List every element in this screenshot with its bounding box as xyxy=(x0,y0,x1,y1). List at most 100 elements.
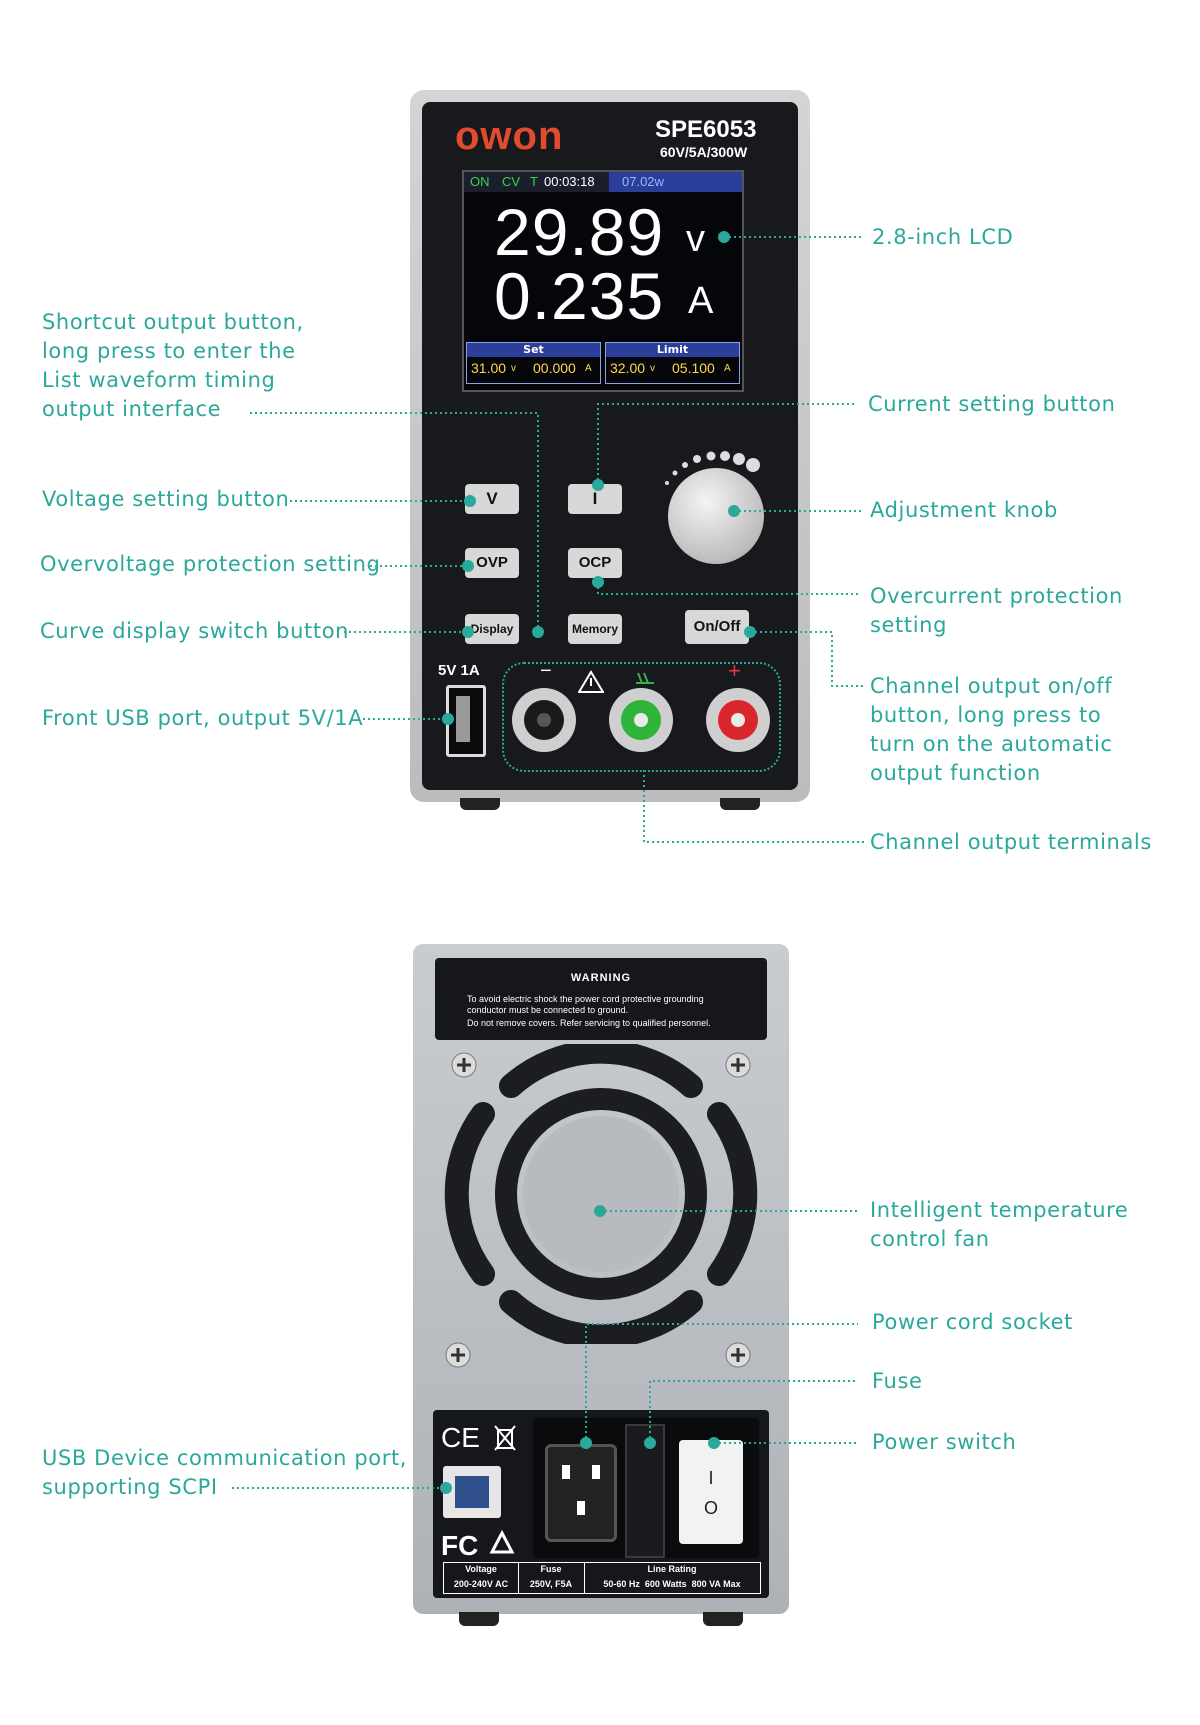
lcd-limit-current: 05.100 xyxy=(672,360,715,376)
leader-current xyxy=(597,403,857,485)
power-switch-on-mark: I xyxy=(708,1468,714,1488)
warning-line-3: Do not remove covers. Refer servicing to… xyxy=(467,1018,711,1028)
leader-ocp xyxy=(597,582,858,595)
knob-indicator-dots xyxy=(665,451,760,485)
lcd-set-voltage: 31.00 xyxy=(471,360,507,376)
rating-value-voltage: 200-240V AC xyxy=(453,1579,509,1589)
lcd-timer: 00:03:18 xyxy=(544,174,595,189)
label-voltage-setting: Voltage setting button xyxy=(42,485,289,514)
recycle-icon xyxy=(489,1530,515,1554)
screw-icon xyxy=(725,1342,751,1368)
label-front-usb: Front USB port, output 5V/1A xyxy=(42,704,363,733)
rear-foot-right xyxy=(703,1612,743,1626)
label-line: Channel output on/off xyxy=(870,674,1113,698)
onoff-button[interactable]: On/Off xyxy=(685,610,749,644)
front-panel-unit: owon SPE6053 60V/5A/300W ON CV T 00:03:1… xyxy=(410,90,810,810)
label-line: 2.8-inch LCD xyxy=(872,225,1014,249)
power-cord-socket[interactable] xyxy=(545,1444,617,1542)
ovp-button[interactable]: OVP xyxy=(465,548,519,578)
label-line: Overcurrent protection xyxy=(870,584,1123,608)
lcd-limit-v-unit: v xyxy=(650,363,655,374)
adjustment-knob[interactable] xyxy=(668,468,764,564)
label-curve-display: Curve display switch button xyxy=(40,617,349,646)
label-terminals: Channel output terminals xyxy=(870,828,1152,857)
rating-value-fuse: 250V, F5A xyxy=(529,1579,573,1589)
lcd-set-box: Set 31.00 v 00.000 A xyxy=(466,342,601,384)
warning-plate xyxy=(435,958,767,1040)
leader-terminals xyxy=(643,770,864,843)
rating-header-voltage: Voltage xyxy=(465,1564,497,1574)
terminal-area xyxy=(502,662,781,772)
usb-output-label: 5V 1A xyxy=(438,662,480,679)
terminal-negative[interactable] xyxy=(508,684,580,756)
lcd-power-bar xyxy=(609,172,742,192)
leader-shortcut xyxy=(250,412,539,632)
label-line: Curve display switch button xyxy=(40,619,350,643)
lcd-screen: ON CV T 00:03:18 07.02w 29.89 v 0.235 A … xyxy=(462,170,744,392)
screw-icon xyxy=(445,1342,471,1368)
power-switch[interactable]: I O xyxy=(679,1440,743,1544)
label-line: Fuse xyxy=(872,1369,923,1393)
label-line: Adjustment knob xyxy=(870,498,1058,522)
lcd-limit-title: Limit xyxy=(606,343,739,357)
ground-symbol-icon xyxy=(636,672,654,684)
label-line: output interface xyxy=(42,397,222,421)
fc-mark: FC xyxy=(441,1530,479,1561)
power-switch-off-mark: O xyxy=(703,1498,718,1518)
label-line: control fan xyxy=(870,1227,990,1251)
model-name: SPE6053 xyxy=(655,116,757,143)
warning-title: WARNING xyxy=(570,972,632,984)
label-line: Voltage setting button xyxy=(42,487,290,511)
lcd-current: 0.235 xyxy=(494,259,665,333)
label-adjustment-knob: Adjustment knob xyxy=(870,496,1058,525)
cooling-fan xyxy=(444,1044,758,1344)
label-line: setting xyxy=(870,613,948,637)
rating-header-line: Line Rating xyxy=(647,1564,697,1574)
label-line: output function xyxy=(870,761,1041,785)
fuse-holder[interactable] xyxy=(625,1424,665,1558)
label-current-setting: Current setting button xyxy=(868,390,1116,419)
screw-icon xyxy=(451,1052,477,1078)
display-button[interactable]: Display xyxy=(465,614,519,644)
lcd-status-on: ON xyxy=(470,174,490,189)
rear-panel-unit: WARNING To avoid electric shock the powe… xyxy=(413,944,789,1634)
label-fuse: Fuse xyxy=(872,1367,923,1396)
label-line: Channel output terminals xyxy=(870,830,1152,854)
label-line: USB Device communication port, xyxy=(42,1446,408,1470)
leader-fuse xyxy=(649,1380,858,1443)
ce-mark: CE xyxy=(441,1422,480,1453)
label-power-switch: Power switch xyxy=(872,1428,1016,1457)
brand-logo: owon xyxy=(455,114,564,158)
label-line: Current setting button xyxy=(868,392,1116,416)
label-line: turn on the automatic xyxy=(870,732,1113,756)
label-fan: Intelligent temperature control fan xyxy=(870,1196,1128,1254)
rating-value-line: 50-60 Hz 600 Watts 800 VA Max xyxy=(603,1579,741,1589)
label-line: supporting SCPI xyxy=(42,1475,218,1499)
label-line: long press to enter the xyxy=(42,339,296,363)
label-line: button, long press to xyxy=(870,703,1102,727)
rating-header-fuse: Fuse xyxy=(540,1564,562,1574)
lcd-set-title: Set xyxy=(467,343,600,357)
label-power-cord: Power cord socket xyxy=(872,1308,1073,1337)
warning-line-1: To avoid electric shock the power cord p… xyxy=(467,994,704,1004)
terminal-ground[interactable] xyxy=(605,684,677,756)
label-onoff: Channel output on/off button, long press … xyxy=(870,672,1113,788)
label-ovp: Overvoltage protection setting xyxy=(40,550,380,579)
lcd-power: 07.02w xyxy=(622,174,664,189)
lcd-set-a-unit: A xyxy=(585,363,592,374)
label-line: Shortcut output button, xyxy=(42,310,304,334)
memory-button[interactable]: Memory xyxy=(568,614,622,644)
label-line: Intelligent temperature xyxy=(870,1198,1129,1222)
warning-triangle-icon xyxy=(578,670,604,693)
usb-device-port[interactable] xyxy=(443,1466,501,1518)
lcd-set-v-unit: v xyxy=(511,363,516,374)
lcd-status-cv: CV xyxy=(502,174,521,189)
model-spec: 60V/5A/300W xyxy=(660,144,748,160)
ocp-button[interactable]: OCP xyxy=(568,548,622,578)
label-ocp: Overcurrent protection setting xyxy=(870,582,1123,640)
rear-foot-left xyxy=(459,1612,499,1626)
terminal-positive[interactable] xyxy=(702,684,774,756)
label-line: Overvoltage protection setting xyxy=(40,552,381,576)
label-line: Power switch xyxy=(872,1430,1017,1454)
